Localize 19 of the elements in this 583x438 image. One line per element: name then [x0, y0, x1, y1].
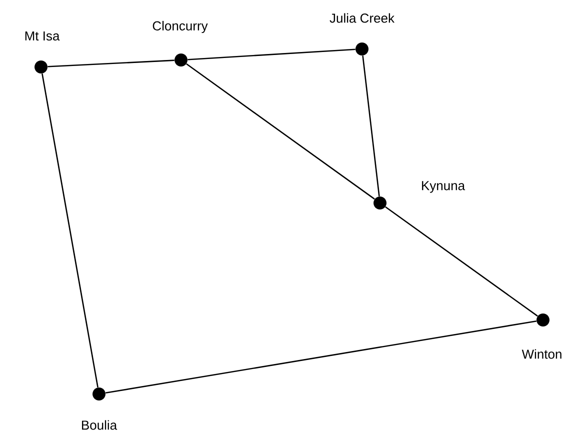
place-label: Winton — [522, 349, 562, 359]
route-line — [48, 60, 174, 68]
place-dot — [34, 60, 48, 74]
place-dot — [374, 196, 386, 210]
route-line — [385, 206, 538, 317]
route-line — [186, 63, 375, 200]
route-line — [106, 320, 536, 394]
place-label: Kynuna — [422, 181, 466, 193]
place-dot — [536, 314, 550, 326]
place-dot — [174, 54, 188, 66]
place-label: Julia Creek — [330, 13, 395, 23]
route-line — [42, 73, 98, 388]
route-line — [188, 48, 356, 60]
place-label: Cloncurry — [152, 20, 208, 34]
place-dot — [356, 42, 368, 56]
place-label: Boulia — [82, 420, 118, 430]
route-line — [362, 56, 380, 196]
place-label: Mt Isa — [25, 31, 60, 41]
place-dot — [92, 388, 106, 400]
